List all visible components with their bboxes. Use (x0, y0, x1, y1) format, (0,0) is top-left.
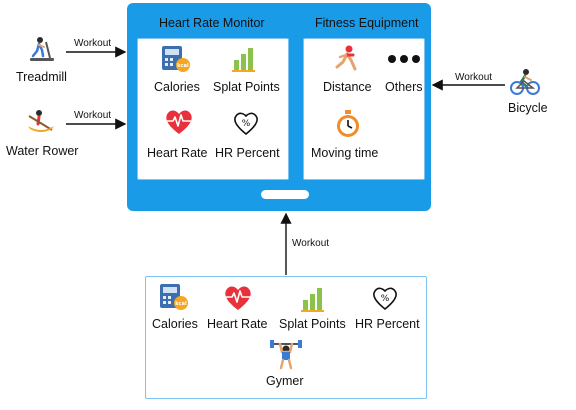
fe-item-others: Others (385, 80, 423, 94)
source-label-water-rower: Water Rower (6, 144, 79, 158)
gymer-bar-chart-icon (301, 288, 324, 312)
rower-icon (28, 110, 54, 132)
gymer-label: Gymer (266, 374, 304, 388)
treadmill-runner-icon (30, 37, 54, 61)
hrm-item-heart-rate: Heart Rate (147, 146, 208, 160)
gymer-item-hr-percent: HR Percent (355, 317, 420, 331)
fe-item-distance: Distance (323, 80, 372, 94)
weightlifter-icon (270, 340, 302, 370)
source-label-bicycle: Bicycle (508, 101, 548, 115)
fe-item-moving-time: Moving time (311, 146, 379, 160)
source-label-treadmill: Treadmill (16, 70, 67, 84)
fitness-equipment-title: Fitness Equipment (315, 16, 419, 30)
gymer-item-calories: Calories (152, 317, 198, 331)
monitor-stand-slot (261, 190, 309, 199)
three-dots-icon (388, 55, 420, 63)
runner-icon (335, 45, 357, 71)
hrm-item-hr-percent: HR Percent (215, 146, 280, 160)
hrm-item-calories: Calories (154, 80, 200, 94)
gymer-heart-percent-icon (373, 287, 397, 310)
stopwatch-icon (337, 110, 359, 137)
gymer-item-splat-points: Splat Points (279, 317, 346, 331)
cyclist-icon (510, 69, 540, 95)
hrm-item-splat-points: Splat Points (213, 80, 280, 94)
heart-rate-monitor-title: Heart Rate Monitor (159, 16, 265, 30)
gymer-calculator-kcal-icon (160, 284, 188, 310)
edge-label-gymer: Workout (292, 238, 330, 249)
gymer-heart-pulse-icon (224, 285, 252, 311)
edge-label-treadmill: Workout (74, 38, 112, 49)
gymer-item-heart-rate: Heart Rate (207, 317, 268, 331)
edge-label-water-rower: Workout (74, 110, 112, 121)
edge-label-bicycle: Workout (455, 72, 493, 83)
